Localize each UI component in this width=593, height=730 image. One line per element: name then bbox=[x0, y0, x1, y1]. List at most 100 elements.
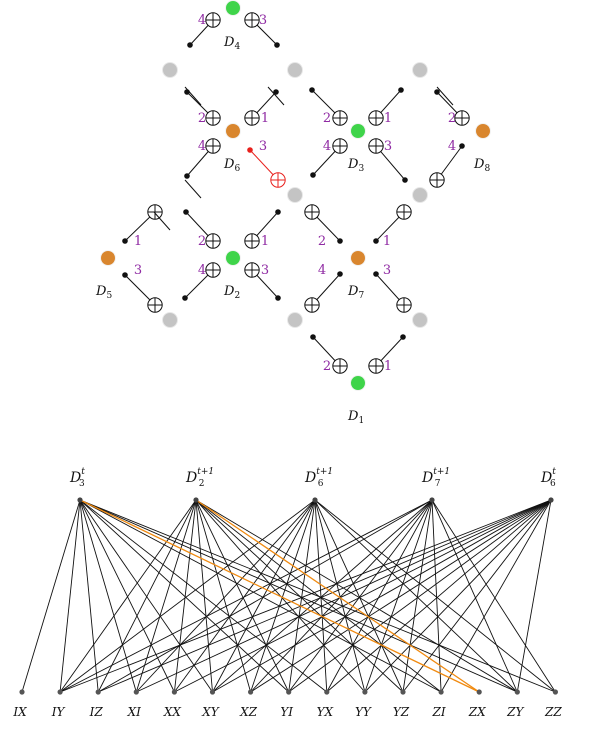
graph-edge bbox=[402, 499, 433, 693]
detector-d3 bbox=[350, 123, 366, 139]
target-gate bbox=[332, 110, 348, 126]
data-qubit bbox=[162, 62, 178, 78]
graph-edge bbox=[314, 499, 366, 693]
target-gate bbox=[244, 110, 260, 126]
graph-bottom-label: YY bbox=[355, 705, 372, 719]
data-qubit bbox=[287, 187, 303, 203]
target-gate bbox=[205, 138, 221, 154]
detector-d2 bbox=[225, 250, 241, 266]
detector-d7 bbox=[350, 250, 366, 266]
detector-label-d6: D6 bbox=[223, 157, 240, 174]
graph-bottom-node bbox=[248, 689, 254, 695]
graph-bottom-node bbox=[514, 689, 520, 695]
graph-top-node bbox=[193, 497, 199, 503]
graph-edge bbox=[79, 499, 442, 693]
graph-bottom-node bbox=[324, 689, 330, 695]
control-dot bbox=[400, 334, 406, 340]
graph-bottom-node bbox=[19, 689, 25, 695]
detector-d6 bbox=[225, 123, 241, 139]
step-label: 2 bbox=[198, 234, 206, 249]
graph-edge bbox=[21, 499, 81, 693]
graph-edge bbox=[79, 499, 137, 693]
graph-edge bbox=[288, 499, 552, 693]
graph-edge bbox=[195, 499, 518, 693]
graph-bottom-node bbox=[400, 689, 406, 695]
control-dot bbox=[337, 271, 343, 277]
target-gate bbox=[304, 204, 320, 220]
graph-bottom-label: YZ bbox=[393, 705, 410, 719]
graph-edge bbox=[314, 499, 404, 693]
graph-bottom-label: XX bbox=[163, 705, 182, 719]
detector-label-d8: D8 bbox=[473, 157, 490, 174]
target-gate bbox=[368, 110, 384, 126]
target-gate bbox=[147, 204, 163, 220]
control-dot bbox=[183, 209, 189, 215]
step-label: 3 bbox=[134, 263, 142, 278]
graph-bottom-label: IZ bbox=[89, 705, 104, 719]
graph-edge bbox=[431, 499, 556, 693]
target-gate bbox=[396, 297, 412, 313]
graph-bottom-label: XY bbox=[201, 705, 220, 719]
graph-edge bbox=[250, 499, 316, 693]
step-label: 1 bbox=[384, 111, 392, 126]
step-label: 4 bbox=[198, 13, 206, 28]
control-dot bbox=[373, 271, 379, 277]
control-dot bbox=[398, 87, 404, 93]
target-gate bbox=[396, 204, 412, 220]
graph-bottom-label: YI bbox=[280, 705, 293, 719]
graph-bottom-label: ZZ bbox=[544, 705, 562, 719]
graph-edge bbox=[326, 499, 552, 693]
detector-label-d1: D1 bbox=[347, 409, 364, 426]
graph-edge bbox=[195, 499, 213, 693]
graph-top-node bbox=[429, 497, 435, 503]
graph-bottom-label: IX bbox=[12, 705, 27, 719]
graph-bottom-node bbox=[286, 689, 292, 695]
graph-edge bbox=[288, 499, 316, 693]
control-dot bbox=[309, 87, 315, 93]
graph-edge-highlight bbox=[79, 499, 480, 693]
graph-edge bbox=[195, 499, 404, 693]
control-dot bbox=[459, 143, 465, 149]
step-label: 2 bbox=[323, 359, 331, 374]
step-label: 3 bbox=[261, 263, 269, 278]
step-label: 4 bbox=[198, 263, 206, 278]
control-dot bbox=[337, 238, 343, 244]
graph-edge bbox=[79, 499, 213, 693]
graph-edge bbox=[97, 499, 433, 693]
graph-edge bbox=[79, 499, 556, 693]
control-dot bbox=[402, 177, 408, 183]
graph-edge bbox=[250, 499, 433, 693]
graph-bottom-label: YX bbox=[317, 705, 334, 719]
graph-edge bbox=[59, 499, 197, 693]
step-label: 2 bbox=[198, 111, 206, 126]
step-label: 1 bbox=[134, 234, 142, 249]
step-label: 4 bbox=[198, 139, 206, 154]
data-qubit bbox=[412, 312, 428, 328]
graph-bottom-label: ZI bbox=[432, 705, 446, 719]
control-dot bbox=[247, 147, 253, 153]
graph-edge bbox=[79, 499, 328, 693]
graph-bottom-node bbox=[171, 689, 177, 695]
graph-edge bbox=[173, 499, 197, 693]
graph-edge bbox=[326, 499, 433, 693]
detector-label-d7: D7 bbox=[347, 284, 364, 301]
step-label: 2 bbox=[448, 111, 456, 126]
cnot-link bbox=[184, 179, 202, 199]
graph-edge bbox=[364, 499, 433, 693]
step-label: 1 bbox=[261, 234, 269, 249]
target-gate bbox=[332, 138, 348, 154]
graph-edge bbox=[136, 499, 552, 693]
graph-edge bbox=[59, 499, 81, 693]
data-qubit bbox=[412, 187, 428, 203]
graph-edge bbox=[212, 499, 433, 693]
control-dot bbox=[184, 173, 190, 179]
detector-label-d5: D5 bbox=[95, 284, 112, 301]
control-dot bbox=[182, 295, 188, 301]
graph-edge bbox=[59, 499, 552, 693]
control-dot bbox=[434, 89, 440, 95]
target-gate bbox=[332, 358, 348, 374]
